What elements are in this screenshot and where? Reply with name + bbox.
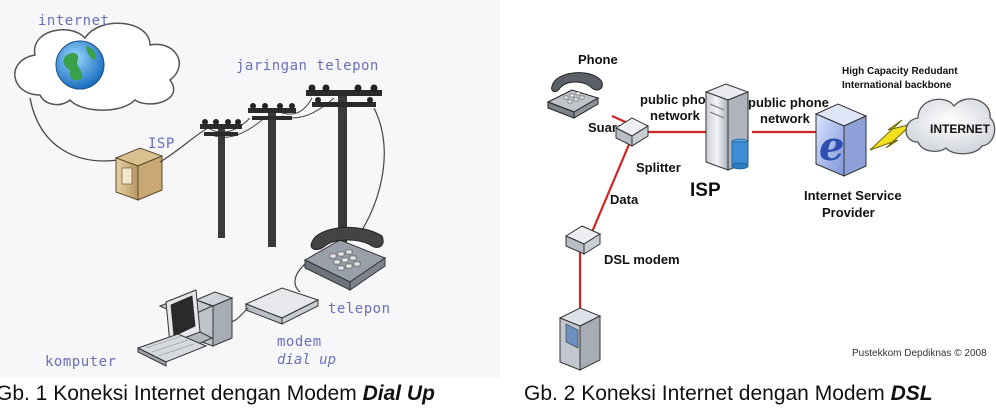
diagram-dial-up: internet ISP: [0, 0, 500, 378]
telephone-pole-1-icon: [200, 119, 242, 238]
label-ppn2-line2: network: [760, 111, 811, 126]
dsl-modem-icon: [564, 225, 602, 255]
label-isp-full-line2: Provider: [822, 205, 875, 220]
telephone-icon: [303, 226, 387, 291]
label-isp-dsl: ISP: [690, 180, 721, 201]
label-telepon: telepon: [328, 301, 391, 317]
label-ppn2-line1: public phone: [748, 95, 829, 110]
diagram-dsl: Phone Suara Splitter public phone networ…: [546, 52, 996, 371]
caption-figure-1: Gb. 1 Koneksi Internet dengan Modem Dial…: [0, 382, 435, 406]
caption-figure-2: Gb. 2 Koneksi Internet dengan Modem DSL: [524, 382, 933, 406]
isp-tower-icon: [704, 83, 750, 171]
label-jaringan-telepon: jaringan telepon: [236, 58, 379, 74]
isp-server-icon: [114, 147, 164, 201]
modem-dialup-icon: [244, 287, 320, 325]
computer-dsl-icon: [558, 307, 602, 371]
telephone-pole-3-icon: [306, 84, 382, 267]
label-internet: internet: [38, 13, 109, 29]
caption-2-emphasis: DSL: [890, 382, 933, 405]
globe-icon: [55, 40, 105, 90]
label-credit: Pustekkom Depdiknas © 2008: [852, 348, 987, 359]
label-hc-line2: International backbone: [842, 80, 952, 91]
label-internet-dsl: INTERNET: [930, 122, 991, 136]
cable-isp-pole: [159, 127, 209, 163]
label-modem: modem: [277, 334, 322, 350]
label-komputer: komputer: [45, 354, 116, 370]
phone-icon: [546, 72, 603, 119]
caption-2-prefix: Gb. 2 Koneksi Internet dengan Modem: [524, 382, 891, 405]
internet-cloud-dsl-icon: [905, 98, 996, 155]
label-dsl-modem: DSL modem: [604, 252, 680, 267]
lightning-icon: [869, 119, 913, 151]
label-data: Data: [610, 192, 639, 207]
cable-pole-telephone: [361, 107, 385, 231]
internet-explorer-icon: e: [814, 103, 868, 177]
telephone-pole-2-icon: [248, 103, 296, 247]
label-isp-full-line1: Internet Service: [804, 188, 902, 203]
caption-1-emphasis: Dial Up: [362, 382, 435, 405]
caption-1-prefix: Gb. 1 Koneksi Internet dengan Modem: [0, 382, 363, 405]
cable-telephone-modem: [294, 263, 306, 293]
label-splitter: Splitter: [636, 160, 681, 175]
label-isp-dialup: ISP: [148, 136, 175, 152]
splitter-icon: [614, 117, 650, 147]
label-hc-line1: High Capacity Redudant: [842, 66, 958, 77]
wire-pole-1-2: [207, 117, 251, 133]
computer-icon: [136, 289, 234, 367]
wire-pole-2-3: [279, 97, 313, 115]
ie-letter: e: [819, 123, 844, 170]
internet-cloud-icon: [14, 22, 181, 111]
label-ppn1-line1: public phone: [640, 92, 721, 107]
label-phone: Phone: [578, 52, 618, 67]
label-dial-up: dial up: [277, 352, 336, 368]
cable-cloud-isp: [29, 97, 119, 162]
label-ppn1-line2: network: [650, 108, 701, 123]
dsl-connection-lines: [578, 114, 818, 312]
